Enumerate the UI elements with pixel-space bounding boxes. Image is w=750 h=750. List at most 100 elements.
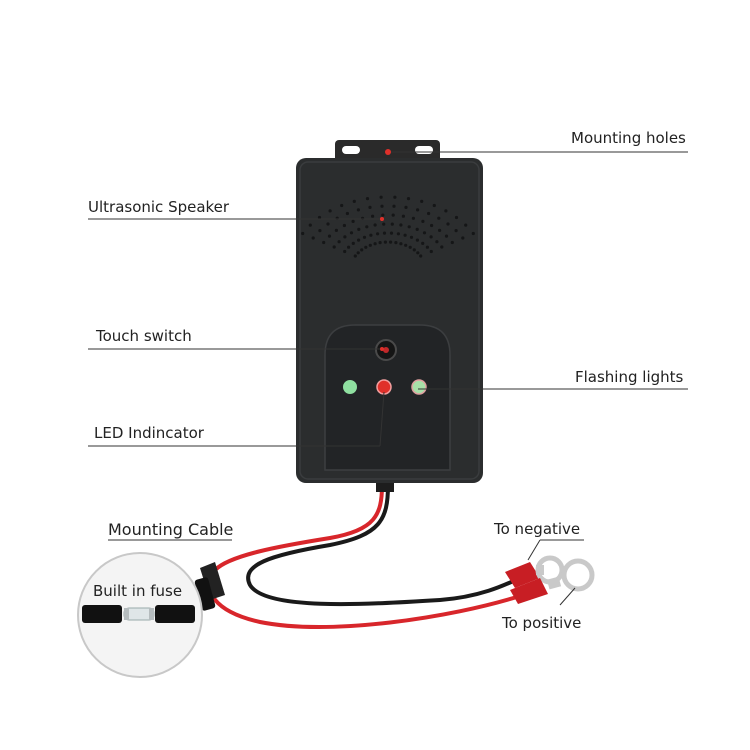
grille-hole [326, 222, 330, 226]
grille-hole [345, 211, 349, 216]
grille-hole [356, 251, 360, 255]
grille-hole [437, 216, 441, 220]
label-flashing-lights: Flashing lights [575, 368, 684, 386]
grille-hole [464, 223, 468, 227]
device-body [296, 158, 483, 483]
mounting-hole-left [342, 146, 360, 154]
marker-dot [380, 217, 384, 221]
grille-hole [365, 197, 370, 201]
cable-assembly [194, 480, 595, 629]
grille-hole [328, 209, 332, 213]
grille-hole [379, 195, 383, 199]
grille-hole [353, 254, 357, 258]
control-panel [324, 324, 451, 471]
grille-hole [376, 232, 380, 236]
grille-hole [422, 231, 427, 235]
grille-hole [311, 236, 315, 240]
grille-hole [382, 222, 386, 226]
grille-hole [444, 234, 449, 238]
grille-hole [322, 240, 326, 245]
grille-hole [380, 204, 384, 208]
grille-hole [446, 222, 450, 226]
grille-hole [416, 208, 420, 212]
annotation-lines [88, 151, 688, 606]
grille-hole [343, 235, 347, 239]
grille-hole [317, 215, 322, 220]
grille-hole [471, 231, 475, 236]
grille-hole [391, 213, 395, 217]
led-green-right [411, 379, 427, 395]
grille-hole [406, 197, 411, 201]
grille-hole [392, 204, 396, 208]
grille-hole [454, 215, 459, 220]
mounting-hole-right [415, 146, 433, 154]
grille-hole [368, 205, 372, 209]
grille-hole [429, 249, 433, 254]
grille-hole [438, 228, 442, 232]
grille-hole [432, 203, 436, 208]
label-mounting-holes: Mounting holes [571, 129, 686, 147]
grille-hole [364, 245, 368, 249]
grille-hole [425, 245, 429, 249]
grille-hole [357, 227, 361, 231]
grille-hole [429, 235, 433, 239]
grille-hole [342, 223, 346, 228]
grille-hole [351, 241, 355, 245]
label-to-positive: To positive [502, 614, 582, 632]
grille-hole [332, 245, 336, 249]
grille-hole [357, 238, 361, 242]
grille-hole [356, 208, 360, 212]
grille-hole [430, 223, 434, 228]
label-mounting-cable: Mounting Cable [108, 520, 234, 539]
red-wire [207, 483, 522, 629]
black-wire [246, 483, 522, 607]
grille-hole [381, 213, 385, 217]
grille-hole [420, 199, 424, 203]
grille-hole [368, 243, 372, 247]
grille-hole [440, 245, 444, 249]
grille-hole [343, 249, 347, 254]
label-led-indicator: LED Indincator [94, 424, 204, 442]
led-green-left [343, 380, 357, 394]
label-touch-switch: Touch switch [96, 327, 192, 345]
grille-hole [444, 209, 448, 213]
grille-hole [435, 240, 439, 244]
grille-hole [403, 233, 407, 237]
grille-hole [373, 223, 377, 227]
grille-hole [389, 240, 393, 244]
grille-hole [390, 222, 394, 226]
grille-hole [419, 254, 423, 258]
grille-hole [399, 242, 403, 246]
grille-hole [401, 214, 405, 218]
grille-hole [415, 227, 419, 231]
grille-hole [352, 199, 356, 203]
label-ultrasonic-speaker: Ultrasonic Speaker [88, 198, 230, 216]
grille-hole [404, 243, 408, 247]
grille-hole [371, 214, 375, 218]
fuse-inset [77, 552, 203, 678]
grille-hole [454, 229, 458, 233]
label-to-negative: To negative [494, 520, 581, 538]
grille-hole [415, 238, 419, 242]
grille-hole [416, 251, 420, 255]
grille-hole [404, 205, 408, 209]
grille-hole [421, 219, 425, 223]
grille-hole [461, 236, 465, 240]
grille-hole [318, 229, 322, 233]
grille-hole [327, 234, 332, 238]
positive-terminal [510, 558, 595, 604]
grille-hole [308, 223, 312, 227]
grille-hole [383, 240, 387, 244]
grille-hole [378, 241, 382, 245]
grille-hole [382, 231, 387, 235]
grille-hole [365, 225, 369, 229]
grille-hole [399, 223, 403, 227]
marker-dot [385, 149, 391, 155]
grille-hole [373, 242, 377, 246]
grille-hole [393, 195, 397, 199]
grille-hole [369, 233, 373, 237]
grille-hole [389, 231, 394, 235]
grille-hole [349, 231, 354, 235]
grille-hole [408, 245, 412, 249]
